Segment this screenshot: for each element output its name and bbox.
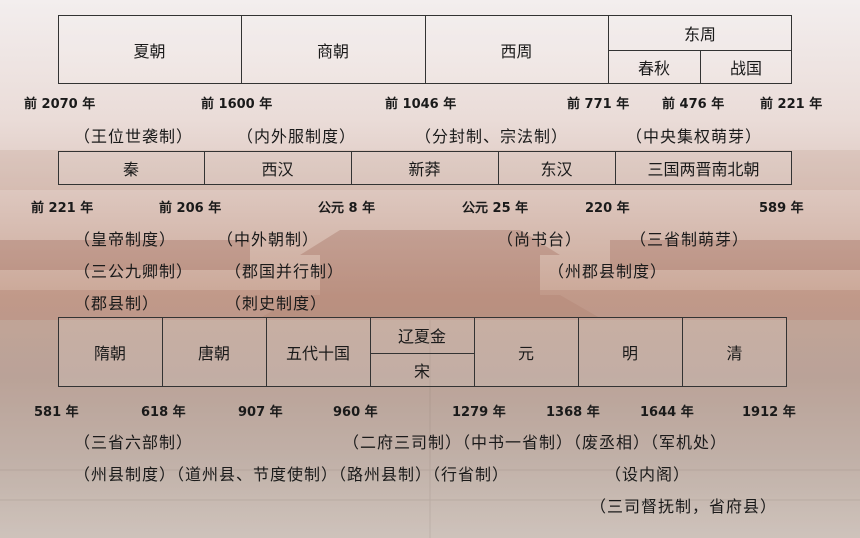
year-label: 前 2070 年 xyxy=(24,97,96,112)
system-note: （设内阁） xyxy=(605,465,691,484)
dynasty-sui: 隋朝 xyxy=(93,344,126,363)
dynasty-xizhou: 西周 xyxy=(500,41,533,61)
year-label: 前 221 年 xyxy=(760,97,823,112)
year-label: 前 1046 年 xyxy=(385,97,457,112)
system-note: （州县制度）（道州县、节度使制）（路州县制）（行省制） xyxy=(74,465,510,484)
dynasty-chunqiu: 春秋 xyxy=(637,59,670,78)
year-label: 公元 25 年 xyxy=(462,201,529,216)
dynasty-zhanguo: 战国 xyxy=(729,59,762,78)
year-label: 907 年 xyxy=(238,405,283,420)
year-label: 前 206 年 xyxy=(159,201,222,216)
timeline-table-2 xyxy=(58,151,792,185)
system-note: （皇帝制度） xyxy=(74,230,177,249)
dynasty-tang: 唐朝 xyxy=(197,344,230,363)
dynasty-wudai-shiguo: 五代十国 xyxy=(285,344,350,363)
year-label: 1368 年 xyxy=(546,405,600,420)
system-note: （中央集权萌芽） xyxy=(626,127,763,146)
year-label: 581 年 xyxy=(34,405,79,420)
year-label: 589 年 xyxy=(759,201,804,216)
year-label: 前 476 年 xyxy=(662,97,725,112)
year-label: 1912 年 xyxy=(742,405,796,420)
system-note: （中外朝制） xyxy=(217,230,320,249)
dynasty-liao-xia-jin: 辽夏金 xyxy=(397,327,446,346)
year-label: 618 年 xyxy=(141,405,186,420)
year-label: 960 年 xyxy=(333,405,378,420)
dynasty-sanguo-nanbeichao: 三国两晋南北朝 xyxy=(647,160,760,179)
system-note: （郡县制） xyxy=(74,294,160,313)
system-note: （分封制、宗法制） xyxy=(415,127,569,146)
dynasty-qing: 清 xyxy=(726,344,743,363)
system-note: （三省六部制） xyxy=(74,433,194,452)
system-note: （王位世袭制） xyxy=(74,127,194,146)
system-note: （郡国并行制） xyxy=(225,262,345,281)
dynasty-xihan: 西汉 xyxy=(261,160,294,179)
system-note: （二府三司制）（中书一省制）（废丞相）（军机处） xyxy=(343,433,728,452)
year-label: 公元 8 年 xyxy=(318,201,376,216)
year-label: 前 771 年 xyxy=(567,97,630,112)
system-note: （刺史制度） xyxy=(225,294,328,313)
year-label: 1644 年 xyxy=(640,405,694,420)
dynasty-xinmang: 新莽 xyxy=(408,160,441,179)
dynasty-ming: 明 xyxy=(621,344,638,363)
timeline-table-3 xyxy=(58,317,787,387)
system-note: （尚书台） xyxy=(497,230,583,249)
dynasty-xia: 夏朝 xyxy=(133,41,166,61)
dynasty-qin: 秦 xyxy=(122,160,139,179)
system-note: （三司督抚制，省府县） xyxy=(590,497,778,516)
system-note: （州郡县制度） xyxy=(548,262,668,281)
dynasty-shang: 商朝 xyxy=(316,41,349,61)
dynasty-donghan: 东汉 xyxy=(540,160,573,179)
dynasty-yuan: 元 xyxy=(517,344,534,363)
year-label: 220 年 xyxy=(585,201,630,216)
dynasty-song: 宋 xyxy=(413,362,430,381)
system-note: （三公九卿制） xyxy=(74,262,194,281)
system-note: （内外服制度） xyxy=(237,127,357,146)
year-label: 前 221 年 xyxy=(31,201,94,216)
year-label: 前 1600 年 xyxy=(201,97,273,112)
dynasty-dongzhou: 东周 xyxy=(683,24,716,44)
system-note: （三省制萌芽） xyxy=(630,230,750,249)
year-label: 1279 年 xyxy=(452,405,506,420)
